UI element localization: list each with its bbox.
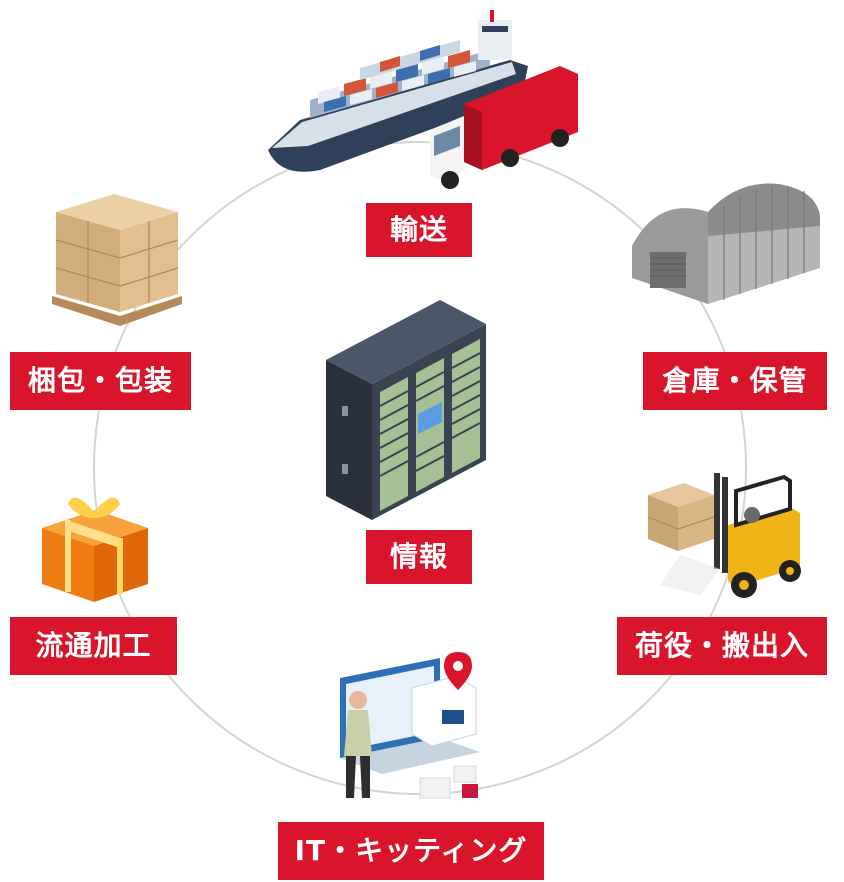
label-information: 情報 xyxy=(366,530,472,584)
pallet-boxes-icon xyxy=(52,194,182,326)
warehouse-icon xyxy=(632,183,820,304)
label-it-kitting: IT・キッティング xyxy=(278,822,544,880)
label-storage: 倉庫・保管 xyxy=(643,352,827,410)
gift-box-icon xyxy=(42,497,148,602)
server-rack-icon xyxy=(326,300,486,520)
label-handling: 荷役・搬出入 xyxy=(617,617,827,675)
label-packing: 梱包・包装 xyxy=(10,352,191,410)
label-transport: 輸送 xyxy=(366,203,472,257)
cargo-ship-truck-icon xyxy=(268,10,578,189)
label-processing: 流通加工 xyxy=(10,617,177,675)
delivery-tracking-icon xyxy=(340,652,480,799)
forklift-icon xyxy=(647,473,801,598)
